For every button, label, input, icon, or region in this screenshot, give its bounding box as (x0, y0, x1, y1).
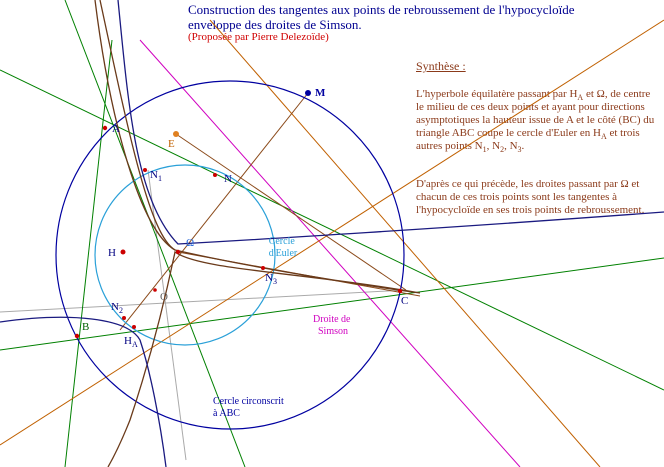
hyperbola-branch-2 (0, 316, 167, 467)
point-N2 (122, 316, 126, 320)
label-A: A (112, 123, 120, 135)
point-N1 (143, 168, 147, 172)
label-simson-line: Droite de Simson (313, 314, 353, 337)
aux-line-1 (0, 289, 407, 313)
point-H (120, 249, 126, 255)
point-HA (132, 325, 136, 329)
point-Omega (175, 249, 181, 255)
side-ac (0, 69, 664, 391)
line-omega-m (119, 92, 309, 331)
synthesis-heading: Synthèse : (416, 59, 466, 73)
point-A (102, 125, 108, 131)
point-O (153, 288, 157, 292)
label-circumcircle: Cercle circonscrit à ABC (213, 396, 286, 419)
synthesis-paragraph-1: L'hyperbole équilatère passant par HA et… (416, 88, 655, 155)
aux-line-2 (147, 169, 187, 461)
label-HA: HA (124, 335, 138, 349)
hypocycloid (94, 0, 421, 467)
label-H: H (108, 247, 116, 259)
point-B (74, 333, 80, 339)
circumcircle (55, 80, 405, 430)
label-M: M (315, 87, 326, 99)
hypocycloid-arc (99, 0, 176, 251)
hyperbola-branch-1 (117, 0, 664, 245)
label-N3: N3 (265, 272, 277, 286)
label-N1: N1 (150, 169, 162, 183)
label-Omega: Ω (186, 237, 194, 249)
euler-circle (94, 164, 276, 346)
point-C (397, 288, 403, 294)
side-ab (64, 39, 113, 467)
simson-line (139, 39, 521, 467)
point-E (173, 131, 179, 137)
synthesis-paragraph-2: D'après ce qui précède, les droites pass… (416, 178, 645, 216)
side-bc (0, 257, 664, 351)
point-N (213, 173, 217, 177)
point-M (305, 90, 311, 96)
label-euler-circle: Cercle d'Euler (269, 236, 298, 259)
label-B: B (82, 321, 89, 333)
page-title: Construction des tangentes aux points de… (188, 2, 575, 32)
point-N3 (261, 266, 265, 270)
label-C: C (401, 295, 408, 307)
altitude-a (64, 0, 246, 467)
label-O: O (160, 291, 168, 303)
label-E: E (168, 138, 175, 150)
tangent-line-2 (0, 19, 664, 446)
tangent-line-1 (209, 19, 601, 467)
label-N2: N2 (111, 301, 123, 315)
line-c-e (175, 133, 407, 291)
page-subtitle: (Proposée par Pierre Delezoïde) (188, 31, 329, 43)
label-N: N (224, 173, 232, 185)
